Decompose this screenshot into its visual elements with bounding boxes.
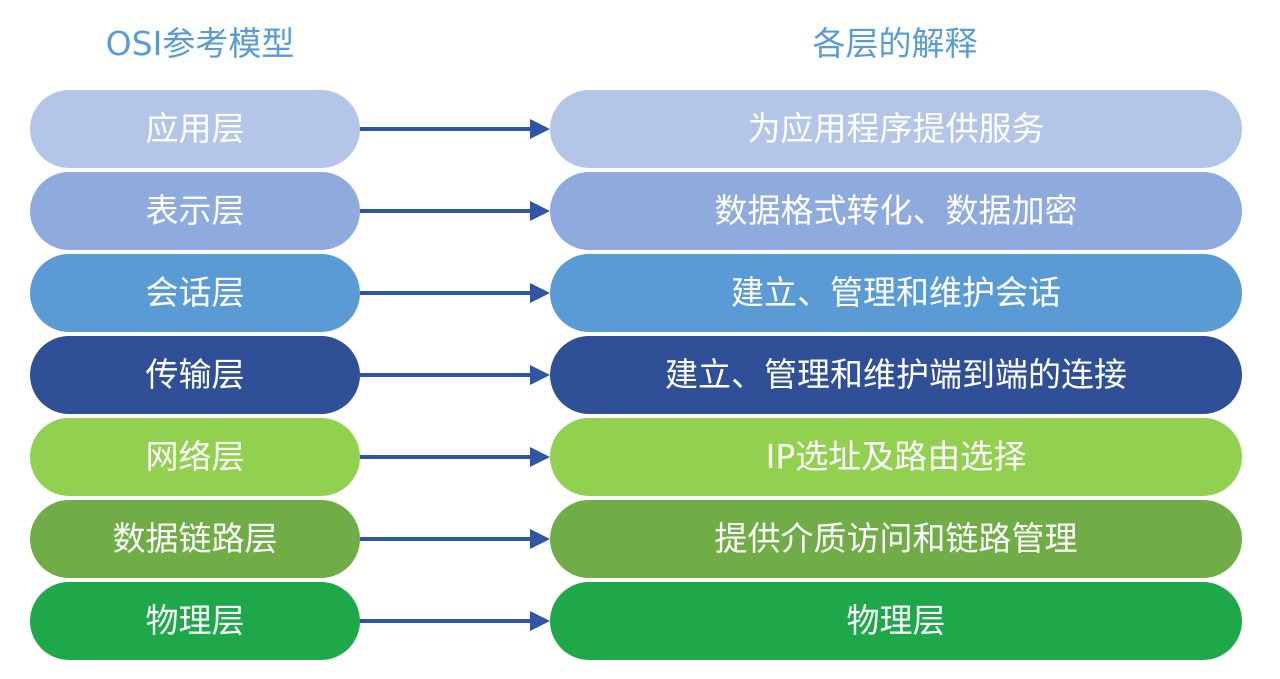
- layer-description: 为应用程序提供服务: [550, 90, 1242, 168]
- layer-description: IP选址及路由选择: [550, 418, 1242, 496]
- right-arrow-icon: [360, 119, 550, 139]
- layer-name: 数据链路层: [30, 500, 360, 578]
- layer-row-physical: 物理层 物理层: [0, 582, 1280, 660]
- layer-name: 会话层: [30, 254, 360, 332]
- right-arrow-icon: [360, 529, 550, 549]
- layer-name: 物理层: [30, 582, 360, 660]
- right-arrow-icon: [360, 283, 550, 303]
- layer-row-session: 会话层 建立、管理和维护会话: [0, 254, 1280, 332]
- right-arrow-icon: [360, 447, 550, 467]
- layer-row-transport: 传输层 建立、管理和维护端到端的连接: [0, 336, 1280, 414]
- layer-description: 建立、管理和维护端到端的连接: [550, 336, 1242, 414]
- layer-description: 物理层: [550, 582, 1242, 660]
- layer-row-application: 应用层 为应用程序提供服务: [0, 90, 1280, 168]
- layer-explanation-header: 各层的解释: [812, 24, 978, 63]
- layer-row-presentation: 表示层 数据格式转化、数据加密: [0, 172, 1280, 250]
- layer-name: 传输层: [30, 336, 360, 414]
- right-arrow-icon: [360, 201, 550, 221]
- layer-row-data-link: 数据链路层 提供介质访问和链路管理: [0, 500, 1280, 578]
- layer-description: 建立、管理和维护会话: [550, 254, 1242, 332]
- layer-row-network: 网络层 IP选址及路由选择: [0, 418, 1280, 496]
- right-arrow-icon: [360, 365, 550, 385]
- layer-description: 数据格式转化、数据加密: [550, 172, 1242, 250]
- osi-model-header: OSI参考模型: [105, 24, 295, 63]
- layer-description: 提供介质访问和链路管理: [550, 500, 1242, 578]
- layer-name: 表示层: [30, 172, 360, 250]
- right-arrow-icon: [360, 611, 550, 631]
- layer-name: 应用层: [30, 90, 360, 168]
- layer-name: 网络层: [30, 418, 360, 496]
